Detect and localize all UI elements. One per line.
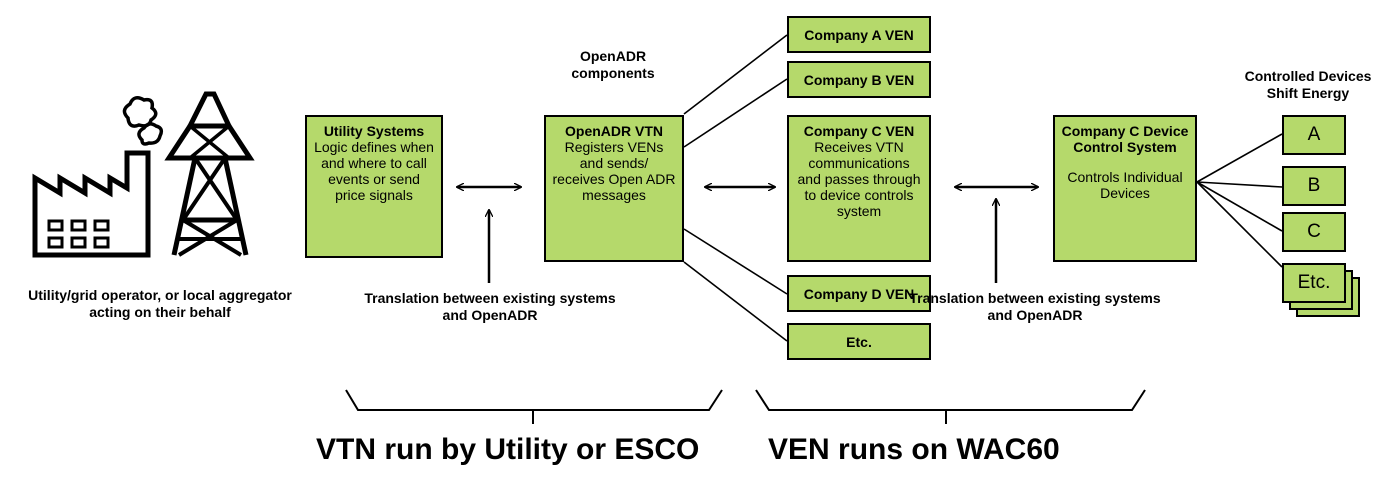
device-control-description: Controls Individual Devices <box>1067 169 1183 201</box>
ven-company-b: Company B VEN <box>787 61 931 98</box>
vtn-description: Registers VENs and sends/ receives Open … <box>552 139 676 203</box>
device-control-title: Company C Device Control System <box>1061 123 1189 155</box>
utility-systems-description: Logic defines when and where to call eve… <box>314 139 434 203</box>
ven-bottom-label: VEN runs on WAC60 <box>768 433 1060 466</box>
ven-company-c: Company C VEN Receives VTN communication… <box>787 115 931 262</box>
utility-systems-box: Utility Systems Logic defines when and w… <box>305 115 443 258</box>
device-a: A <box>1282 115 1346 155</box>
factory-icon <box>32 96 164 258</box>
openadr-components-label: OpenADR components <box>571 48 655 81</box>
utility-systems-title: Utility Systems <box>323 123 425 139</box>
ven-etc: Etc. <box>787 323 931 360</box>
device-etc: Etc. <box>1282 263 1346 303</box>
openadr-vtn-box: OpenADR VTN Registers VENs and sends/ re… <box>544 115 684 262</box>
utility-operator-label: Utility/grid operator, or local aggregat… <box>28 287 292 320</box>
translation-label-right: Translation between existing systems and… <box>909 290 1161 323</box>
transmission-tower-icon <box>164 91 255 257</box>
ven-c-title: Company C VEN <box>803 123 915 139</box>
controlled-devices-label: Controlled Devices Shift Energy <box>1244 68 1372 101</box>
device-b: B <box>1282 166 1346 206</box>
translation-label-left: Translation between existing systems and… <box>364 290 616 323</box>
device-c: C <box>1282 212 1346 252</box>
ven-company-d: Company D VEN <box>787 275 931 312</box>
vtn-bottom-label: VTN run by Utility or ESCO <box>316 433 700 466</box>
vtn-title: OpenADR VTN <box>565 123 663 139</box>
device-control-system-box: Company C Device Control System Controls… <box>1053 115 1197 262</box>
ven-company-a: Company A VEN <box>787 16 931 53</box>
ven-c-description: Receives VTN communications and passes t… <box>797 139 921 219</box>
